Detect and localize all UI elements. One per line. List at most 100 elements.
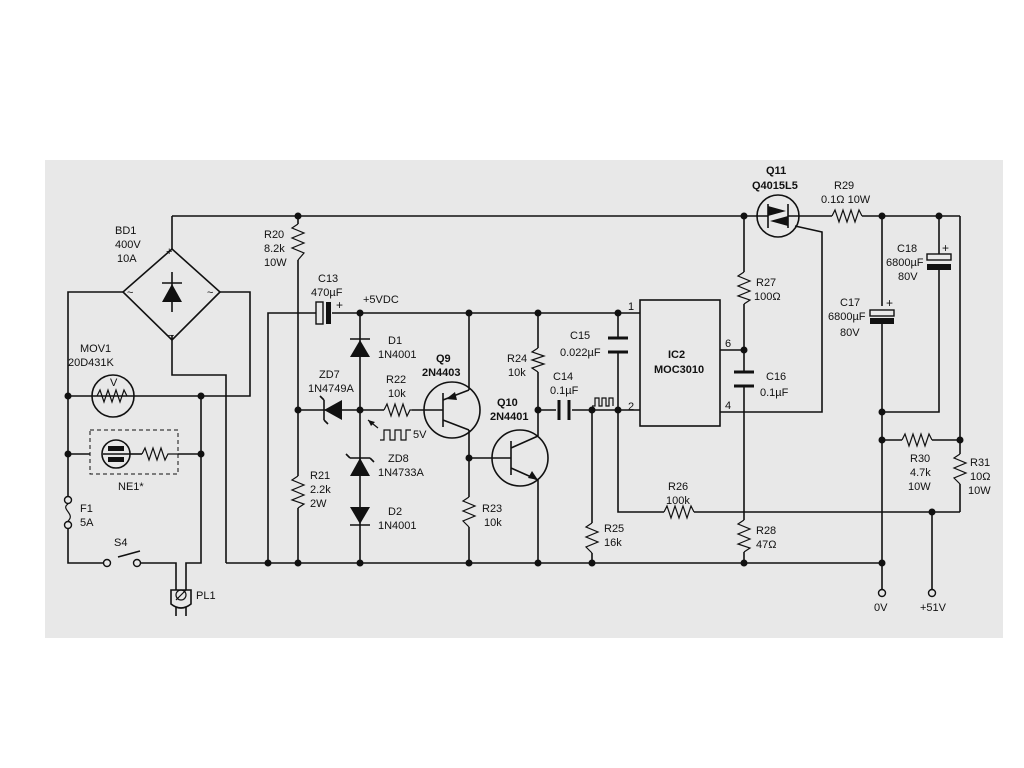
zd7-part: 1N4749A — [308, 383, 355, 395]
schematic-panel — [45, 160, 1003, 638]
c17-polarity: + — [886, 296, 893, 310]
c18-value: 6800µF — [886, 257, 924, 269]
c14-value: 0.1µF — [550, 385, 579, 397]
r26-value: 100k — [666, 495, 690, 507]
r20-value: 8.2k — [264, 243, 285, 255]
mov1-part: 20D431K — [68, 357, 115, 369]
bridge-rectifier-bd1: + − ~ ~ BD1 400V 10A — [115, 225, 222, 342]
optocoupler-ic2: 1 2 6 4 IC2 MOC3010 — [628, 299, 731, 427]
terminal-0v: 0V — [874, 588, 888, 614]
r22-value: 10k — [388, 388, 406, 400]
c18-polarity: + — [942, 241, 949, 255]
bd1-rating: 400V — [115, 239, 141, 251]
zener-zd7: ZD7 1N4749A — [308, 369, 355, 425]
pulse-train — [592, 397, 614, 407]
switch-s4: S4 — [102, 537, 142, 568]
resistor-r26: R26 100k — [663, 481, 695, 520]
r21-ref: R21 — [310, 470, 330, 482]
ic2-pin2: 2 — [628, 401, 634, 413]
f1-rating: 5A — [80, 517, 94, 529]
resistor-r20: R20 8.2k 10W — [264, 223, 306, 269]
varistor-mov1: V MOV1 20D431K — [68, 343, 135, 418]
bd1-plus: + — [166, 246, 172, 258]
pl1-ref: PL1 — [196, 590, 216, 602]
c17-voltage: 80V — [840, 327, 860, 339]
r27-ref: R27 — [756, 277, 776, 289]
r22-ref: R22 — [386, 374, 406, 386]
q9-ref: Q9 — [436, 353, 451, 365]
ne1-ref: NE1* — [118, 481, 144, 493]
d1-part: 1N4001 — [378, 349, 417, 361]
d2-ref: D2 — [388, 506, 402, 518]
r20-ref: R20 — [264, 229, 284, 241]
mov1-symbol: V — [110, 377, 118, 389]
ic2-pin6: 6 — [725, 338, 731, 350]
transistor-q10: Q10 2N4401 — [490, 397, 549, 487]
c13-polarity: + — [336, 298, 343, 312]
ic2-pin4: 4 — [725, 400, 731, 412]
ic2-pin1: 1 — [628, 301, 634, 313]
resistor-r31: R31 10Ω 10W — [952, 453, 991, 497]
r23-value: 10k — [484, 517, 502, 529]
pulse-waveform-5v: 5V — [367, 419, 427, 441]
r29-value: 0.1Ω 10W — [821, 194, 871, 206]
r23-ref: R23 — [482, 503, 502, 515]
r30-value: 4.7k — [910, 467, 931, 479]
r29-ref: R29 — [834, 180, 854, 192]
c18-ref: C18 — [897, 243, 917, 255]
resistor-r23: R23 10k — [461, 496, 502, 529]
d2-part: 1N4001 — [378, 520, 417, 532]
capacitor-c18: + C18 6800µF 80V — [886, 241, 952, 283]
c17-value: 6800µF — [828, 311, 866, 323]
terminal-51v-label: +51V — [920, 602, 947, 614]
triac-q11: Q11 Q4015L5 — [752, 165, 800, 238]
c17-ref: C17 — [840, 297, 860, 309]
capacitor-c14: C14 0.1µF — [550, 371, 579, 420]
c18-voltage: 80V — [898, 271, 918, 283]
zd7-ref: ZD7 — [319, 369, 340, 381]
d1-ref: D1 — [388, 335, 402, 347]
ic2-part: MOC3010 — [654, 364, 704, 376]
c13-value: 470µF — [311, 287, 343, 299]
ic2-ref: IC2 — [668, 349, 685, 361]
bd1-ref: BD1 — [115, 225, 136, 237]
r30-ref: R30 — [910, 453, 930, 465]
vdc-label: +5VDC — [363, 294, 399, 306]
q9-part: 2N4403 — [422, 367, 461, 379]
r30-power: 10W — [908, 481, 931, 493]
bd1-current: 10A — [117, 253, 137, 265]
resistor-r27: R27 100Ω — [736, 271, 781, 305]
resistor-r29: R29 0.1Ω 10W — [821, 180, 871, 224]
bd1-ac2: ~ — [207, 287, 213, 299]
q10-ref: Q10 — [497, 397, 518, 409]
zener-zd8: ZD8 1N4733A — [345, 453, 425, 479]
diode-d2: D2 1N4001 — [350, 506, 417, 532]
bd1-minus: − — [168, 330, 174, 342]
terminal-51v: +51V — [920, 588, 947, 614]
fuse-f1: F1 5A — [63, 495, 94, 530]
r26-ref: R26 — [668, 481, 688, 493]
neon-indicator-ne1: NE1* — [89, 429, 179, 493]
c16-ref: C16 — [766, 371, 786, 383]
resistor-r22: R22 10k — [383, 374, 412, 418]
resistor-r21: R21 2.2k 2W — [290, 470, 331, 510]
plug-pl1: PL1 — [170, 589, 216, 616]
q10-part: 2N4401 — [490, 411, 529, 423]
r31-ref: R31 — [970, 457, 990, 469]
c14-ref: C14 — [553, 371, 573, 383]
q11-ref: Q11 — [766, 165, 786, 177]
r24-ref: R24 — [507, 353, 527, 365]
capacitor-c13: C13 470µF + — [311, 273, 343, 325]
wiring — [67, 215, 961, 590]
transistor-q9: Q9 2N4403 — [422, 353, 481, 439]
c15-ref: C15 — [570, 330, 590, 342]
r25-value: 16k — [604, 537, 622, 549]
junction-dots — [64, 212, 964, 567]
capacitor-c15: C15 0.022µF — [560, 330, 628, 359]
capacitor-c16: C16 0.1µF — [734, 370, 789, 399]
zd8-ref: ZD8 — [388, 453, 409, 465]
f1-ref: F1 — [80, 503, 93, 515]
capacitor-c17: + C17 6800µF 80V — [828, 296, 895, 339]
r31-power: 10W — [968, 485, 991, 497]
